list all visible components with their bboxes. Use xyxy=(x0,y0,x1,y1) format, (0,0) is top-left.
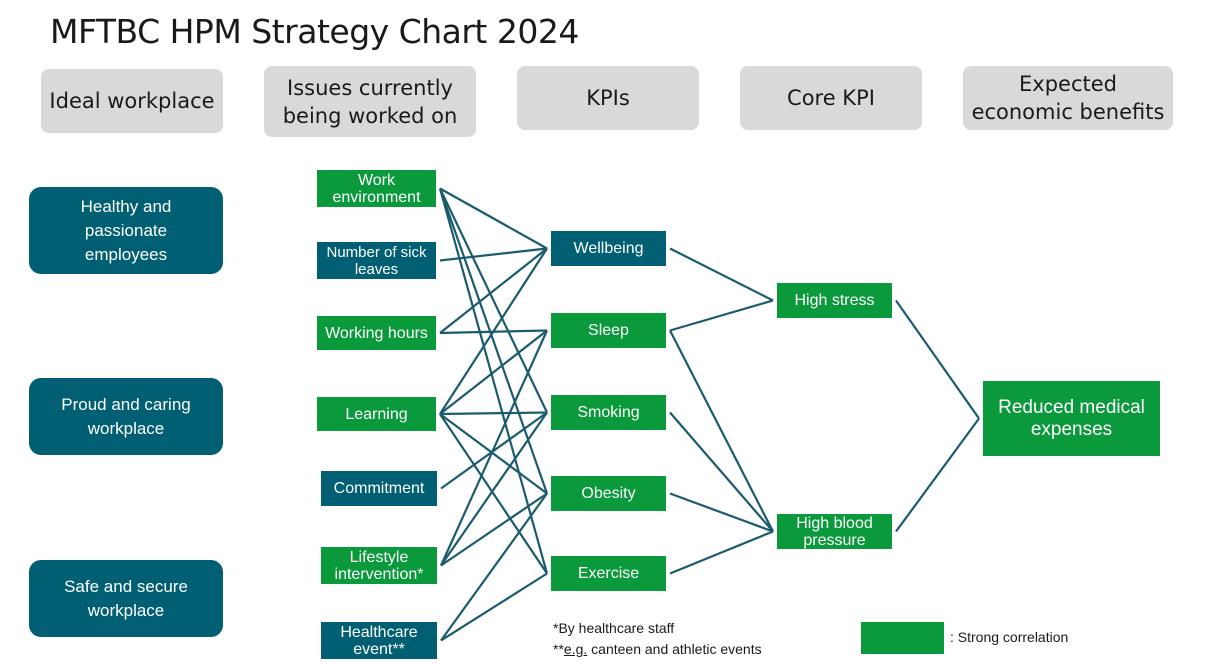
header-ideal-workplace: Ideal workplace xyxy=(41,69,223,133)
issue-working-hours: Working hours xyxy=(317,316,436,350)
legend-label: : Strong correlation xyxy=(950,629,1069,645)
connector-line xyxy=(669,492,774,533)
connector-line xyxy=(440,411,548,567)
connector-line xyxy=(440,492,548,642)
header-economic-benefits: Expected economic benefits xyxy=(963,66,1173,130)
ideal-healthy-passionate: Healthy and passionate employees xyxy=(29,187,223,274)
connector-line xyxy=(438,188,549,494)
kpi-exercise: Exercise xyxy=(551,556,666,591)
legend-swatch xyxy=(861,622,944,654)
connector-line xyxy=(439,247,548,262)
benefit-reduced-medical-expenses: Reduced medical expenses xyxy=(983,381,1160,456)
issue-sick-leaves: Number of sick leaves xyxy=(317,242,436,279)
core-kpi-high-stress: High stress xyxy=(777,283,892,318)
connector-line xyxy=(439,413,548,575)
footnote-events-prefix: ** xyxy=(553,641,564,657)
connector-line xyxy=(440,492,548,567)
kpi-sleep: Sleep xyxy=(551,313,666,348)
kpi-obesity: Obesity xyxy=(551,476,666,511)
core-kpi-high-blood-pressure: High blood pressure xyxy=(777,514,892,549)
connector-line xyxy=(438,188,549,574)
ideal-proud-caring: Proud and caring workplace xyxy=(29,378,223,455)
connector-line xyxy=(669,530,774,575)
header-kpis: KPIs xyxy=(517,66,699,130)
header-core-kpi: Core KPI xyxy=(740,66,922,130)
page-title: MFTBC HPM Strategy Chart 2024 xyxy=(50,12,579,51)
connector-line xyxy=(439,330,549,566)
connector-line xyxy=(895,417,980,533)
ideal-safe-secure: Safe and secure workplace xyxy=(29,560,223,637)
issue-learning: Learning xyxy=(317,397,436,431)
kpi-smoking: Smoking xyxy=(551,395,666,430)
connector-line xyxy=(439,411,548,416)
footnote-healthcare-staff: *By healthcare staff xyxy=(553,620,675,636)
connector-line xyxy=(440,572,548,642)
connector-line xyxy=(439,247,548,415)
issue-healthcare-event: Healthcare event** xyxy=(321,622,437,659)
connector-line xyxy=(895,299,980,420)
footnote-events-rest: canteen and athletic events xyxy=(587,641,762,657)
connector-line xyxy=(439,413,548,495)
connector-line xyxy=(439,187,548,250)
footnote-events-eg: e.g. xyxy=(563,641,588,657)
connector-line xyxy=(669,411,774,533)
issue-lifestyle-intervention: Lifestyle intervention* xyxy=(321,547,437,584)
connector-line xyxy=(439,247,548,334)
issue-work-environment: Work environment xyxy=(317,170,436,207)
connector-line xyxy=(439,188,548,413)
connector-line xyxy=(669,299,774,332)
footnote-events: **e.g. canteen and athletic events xyxy=(553,641,762,657)
connector-line xyxy=(669,329,774,533)
connector-line xyxy=(669,247,774,302)
kpi-wellbeing: Wellbeing xyxy=(551,231,666,266)
header-issues: Issues currently being worked on xyxy=(264,66,476,137)
connector-line xyxy=(439,329,548,415)
issue-commitment: Commitment xyxy=(321,471,437,506)
